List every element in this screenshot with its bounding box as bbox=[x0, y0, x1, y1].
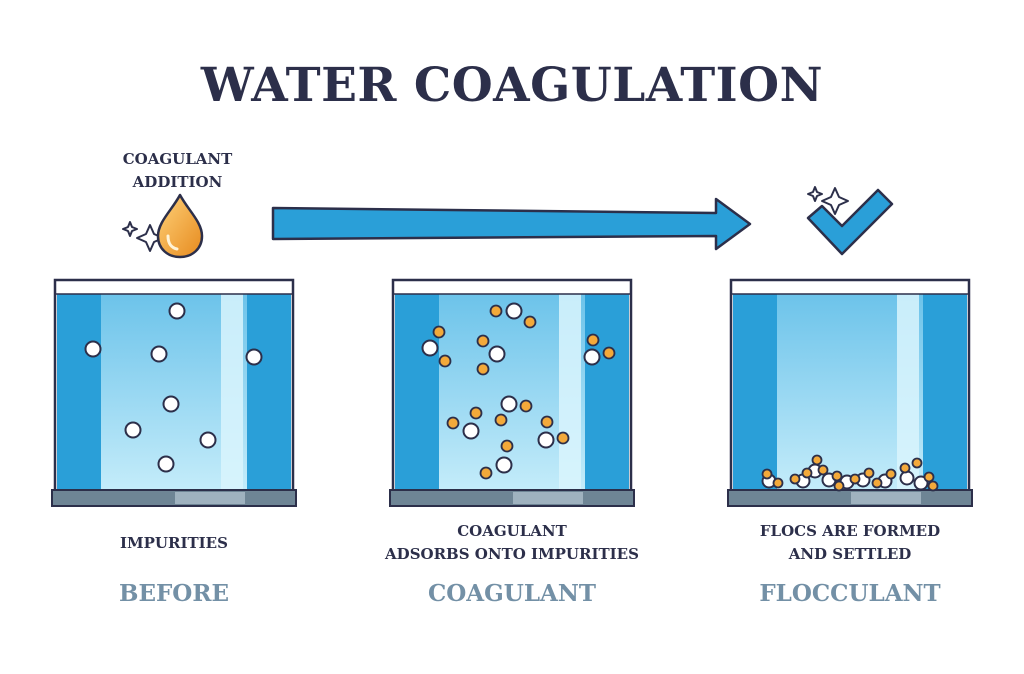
caption-line1: COAGULANT bbox=[457, 522, 567, 540]
coagulant-addition-label: COAGULANT ADDITION bbox=[95, 148, 260, 194]
panel-coagulant bbox=[389, 278, 635, 507]
caption-line1: IMPURITIES bbox=[120, 534, 228, 552]
impurity-particles bbox=[421, 302, 601, 474]
caption-flocculant: FLOCS ARE FORMED AND SETTLED bbox=[711, 520, 989, 566]
panel-flocculant bbox=[727, 278, 973, 507]
stage-label-coagulant: COAGULANT bbox=[427, 580, 597, 607]
stage-label-before: BEFORE bbox=[119, 580, 229, 607]
caption-coagulant: COAGULANT ADSORBS ONTO IMPURITIES bbox=[353, 520, 671, 566]
settled-flocs bbox=[761, 454, 939, 492]
caption-line1: FLOCS ARE FORMED bbox=[759, 522, 941, 540]
stage-label-flocculant: FLOCCULANT bbox=[759, 580, 941, 607]
coagulant-addition-line1: COAGULANT bbox=[122, 150, 233, 168]
coagulant-particles bbox=[432, 304, 616, 480]
panel-base bbox=[51, 489, 297, 507]
coagulant-addition-line2: ADDITION bbox=[132, 173, 223, 191]
page-title: WATER COAGULATION bbox=[200, 58, 824, 113]
panel-before bbox=[51, 278, 297, 507]
caption-before: IMPURITIES bbox=[55, 532, 293, 555]
arrow-icon bbox=[271, 197, 752, 251]
sparkle-icon bbox=[807, 186, 849, 215]
panel-base bbox=[727, 489, 973, 507]
panel-base bbox=[389, 489, 635, 507]
impurity-particles bbox=[84, 302, 263, 473]
checkmark-icon bbox=[806, 188, 894, 256]
caption-line2: AND SETTLED bbox=[788, 545, 912, 563]
droplet-icon bbox=[156, 193, 204, 259]
caption-line2: ADSORBS ONTO IMPURITIES bbox=[385, 545, 639, 563]
